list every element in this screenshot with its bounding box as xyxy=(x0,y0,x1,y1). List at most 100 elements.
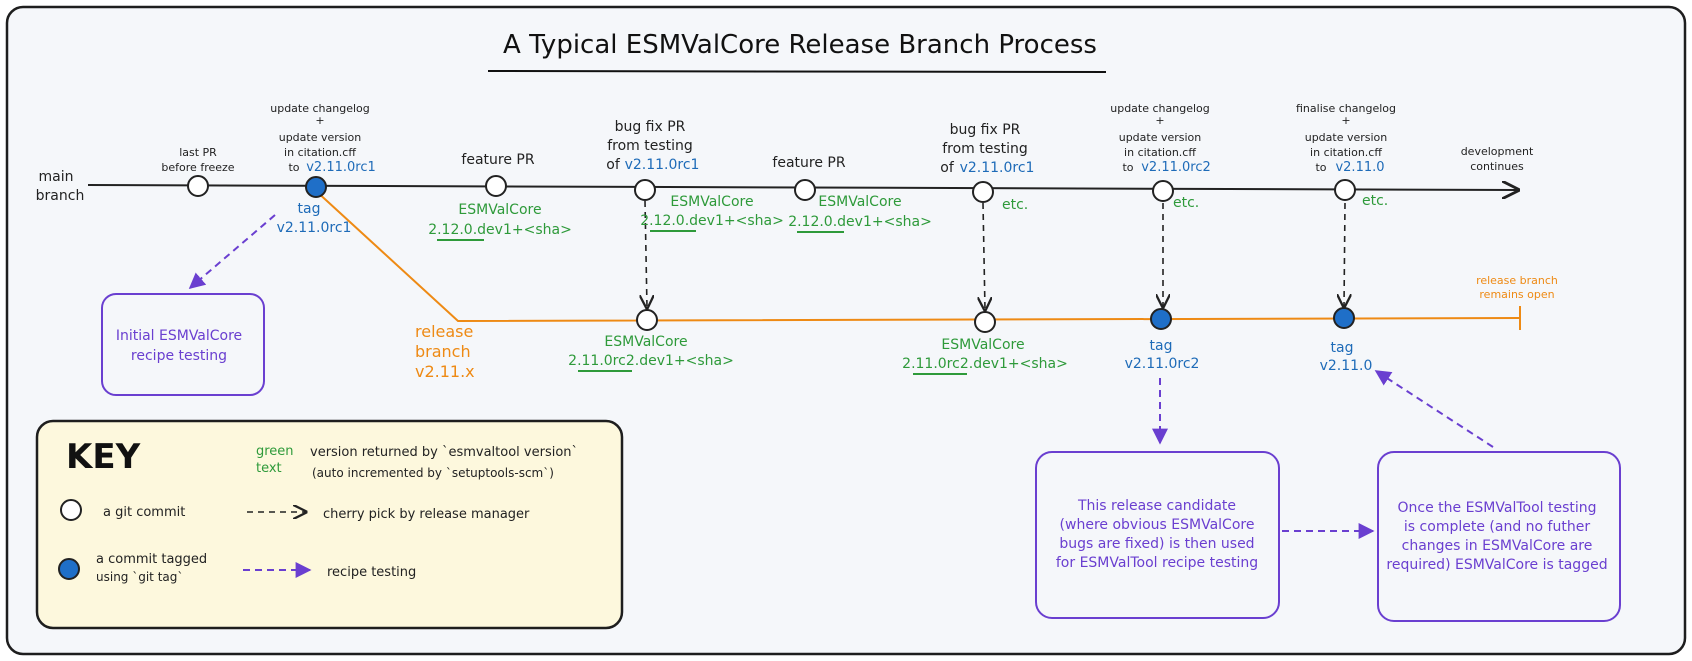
key-cherry-pick-label: cherry pick by release manager xyxy=(323,507,530,522)
commit-label: + xyxy=(1155,114,1164,127)
git-commit xyxy=(636,309,658,331)
etc-label: etc. xyxy=(1362,193,1388,209)
release-branch-label: branch xyxy=(415,342,471,361)
commit-label: in citation.cff xyxy=(1124,146,1196,159)
commit-version-label: v2.11.0 xyxy=(1335,160,1384,175)
commit-label: update changelog xyxy=(270,102,370,115)
key-panel xyxy=(35,419,624,630)
git-commit xyxy=(1334,179,1356,201)
box-text: Initial ESMValCore xyxy=(116,328,242,344)
cherry-pick-arrow xyxy=(983,202,985,310)
final-testing-box xyxy=(1377,451,1621,622)
tag-label: tag xyxy=(298,201,321,217)
version-label: ESMValCore xyxy=(670,194,753,210)
commit-label: update changelog xyxy=(1110,102,1210,115)
rc-testing-box xyxy=(1035,451,1280,619)
git-commit xyxy=(187,175,209,197)
key-green-word: green xyxy=(256,444,294,459)
release-branch-open-label: remains open xyxy=(1479,288,1554,301)
key-title: KEY xyxy=(66,437,141,477)
main-branch-label: branch xyxy=(36,188,85,204)
commit-label: of xyxy=(606,157,621,173)
release-branch-label: v2.11.x xyxy=(415,362,475,381)
commit-label: bug fix PR xyxy=(950,122,1021,138)
key-git-commit-label: a git commit xyxy=(103,505,185,520)
etc-label: etc. xyxy=(1002,197,1028,213)
tag-label: v2.11.0rc2 xyxy=(1125,356,1200,372)
box-text: recipe testing xyxy=(131,348,227,364)
commit-label: from testing xyxy=(942,141,1028,157)
version-label: 2.12.0.dev1+<sha> xyxy=(428,222,572,238)
release-branch-open-label: release branch xyxy=(1476,274,1558,287)
version-label: 2.11.0rc2.dev1+<sha> xyxy=(568,353,734,369)
key-tagged-commit-icon xyxy=(58,558,80,580)
box-text: This release candidate xyxy=(1077,498,1236,514)
development-continues-label: continues xyxy=(1470,160,1524,173)
commit-label: to xyxy=(1315,161,1326,174)
box-text: (where obvious ESMValCore xyxy=(1060,517,1255,533)
commit-label: before freeze xyxy=(161,161,234,174)
recipe-testing-arrow xyxy=(188,214,276,290)
box-text: Once the ESMValTool testing xyxy=(1397,500,1596,516)
git-commit xyxy=(972,181,994,203)
cherry-pick-arrow xyxy=(645,200,647,308)
commit-version-label: v2.11.0rc2 xyxy=(1141,160,1211,175)
key-recipe-testing-label: recipe testing xyxy=(327,565,416,580)
box-text: bugs are fixed) is then used xyxy=(1059,536,1254,552)
commit-label: feature PR xyxy=(772,155,845,171)
main-branch-label: main xyxy=(39,169,74,185)
commit-label: feature PR xyxy=(461,152,534,168)
key-green-word: text xyxy=(256,461,282,476)
commit-label: to xyxy=(288,161,299,174)
initial-testing-box xyxy=(101,293,265,396)
version-label: 2.11.0rc2.dev1+<sha> xyxy=(902,356,1068,372)
git-commit xyxy=(794,179,816,201)
commit-label: + xyxy=(1341,114,1350,127)
commit-label: update version xyxy=(1119,131,1202,144)
commit-label: last PR xyxy=(179,146,217,159)
tagged-commit xyxy=(305,176,327,198)
commit-label: update version xyxy=(1305,131,1388,144)
commit-label: from testing xyxy=(607,138,693,154)
commit-label: bug fix PR xyxy=(615,119,686,135)
commit-label: update version xyxy=(279,131,362,144)
commit-label: + xyxy=(315,114,324,127)
version-label: ESMValCore xyxy=(458,202,541,218)
commit-label: to xyxy=(1122,161,1133,174)
commit-version-label: v2.11.0rc1 xyxy=(306,160,376,175)
box-text: is complete (and no futher xyxy=(1404,519,1590,535)
version-label: 2.12.0.dev1+<sha> xyxy=(788,214,932,230)
git-commit xyxy=(974,311,996,333)
development-continues-label: development xyxy=(1461,145,1534,158)
git-commit xyxy=(634,179,656,201)
git-commit xyxy=(1152,180,1174,202)
version-label: ESMValCore xyxy=(818,194,901,210)
diagram-title: A Typical ESMValCore Release Branch Proc… xyxy=(503,30,1097,60)
box-text: for ESMValTool recipe testing xyxy=(1056,555,1258,571)
box-text: changes in ESMValCore are xyxy=(1402,538,1593,554)
commit-label: of xyxy=(940,160,955,176)
key-tagged-commit-label: a commit tagged xyxy=(96,552,207,567)
key-version-desc: (auto incremented by `setuptools-scm`) xyxy=(312,466,554,480)
key-commit-icon xyxy=(60,499,82,521)
key-version-desc: version returned by `esmvaltool version` xyxy=(310,445,578,460)
commit-label: finalise changelog xyxy=(1296,102,1396,115)
title-underline xyxy=(487,70,1107,73)
tagged-commit xyxy=(1333,307,1355,329)
box-text: required) ESMValCore is tagged xyxy=(1386,557,1607,573)
commit-version-label: v2.11.0rc1 xyxy=(960,160,1035,176)
version-label: ESMValCore xyxy=(941,337,1024,353)
version-label: 2.12.0.dev1+<sha> xyxy=(640,213,784,229)
etc-label: etc. xyxy=(1173,195,1199,211)
key-tagged-commit-label: using `git tag` xyxy=(96,570,183,584)
commit-label: in citation.cff xyxy=(1310,146,1382,159)
tag-label: tag xyxy=(1150,338,1173,354)
tag-label: tag xyxy=(1331,340,1354,356)
release-branch-label: release xyxy=(415,322,473,341)
commit-label: in citation.cff xyxy=(284,146,356,159)
tag-label: v2.11.0rc1 xyxy=(277,220,352,236)
version-label: ESMValCore xyxy=(604,334,687,350)
commit-version-label: v2.11.0rc1 xyxy=(625,157,700,173)
git-commit xyxy=(485,175,507,197)
